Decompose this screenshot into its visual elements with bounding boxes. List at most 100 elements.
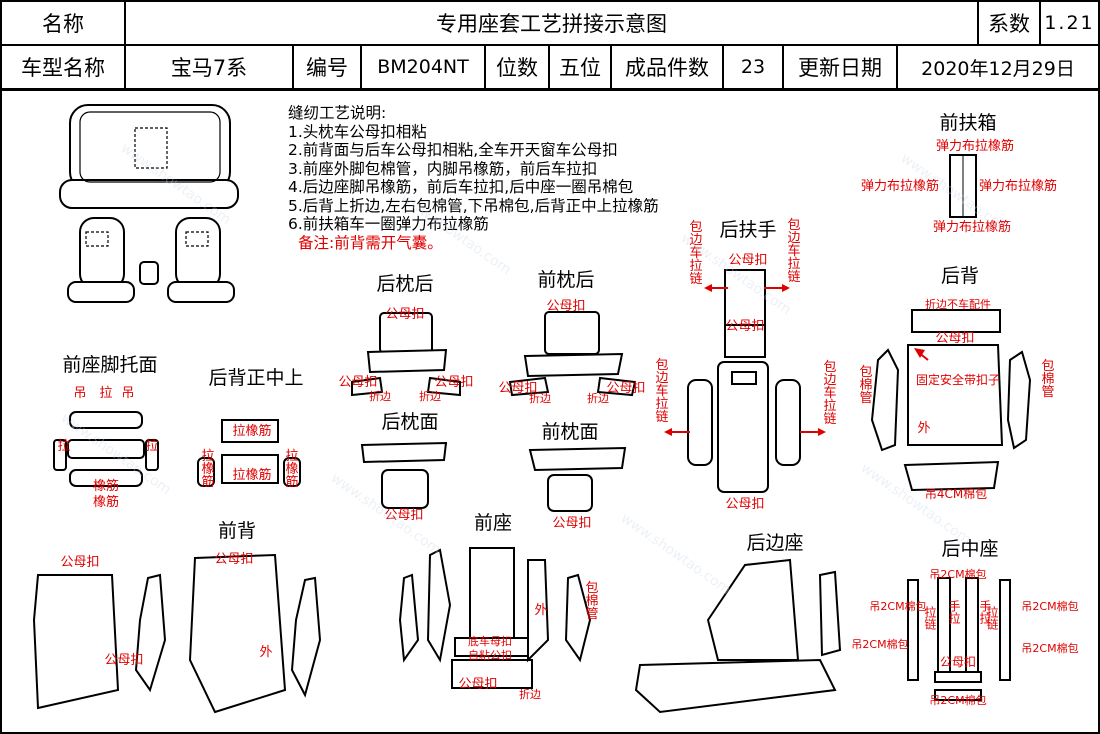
label-hang: 吊 bbox=[119, 386, 134, 399]
label-fold-no-parts: 折边不车配件 bbox=[925, 297, 991, 311]
title-front-armrest: 前扶箱 bbox=[939, 112, 996, 134]
label-hang-2cm: 吊2CM棉包 bbox=[1021, 641, 1078, 655]
label-pull: 拉 bbox=[143, 439, 159, 452]
seats-label: 位数 bbox=[484, 44, 550, 90]
label-snap: 公母扣 bbox=[552, 516, 591, 531]
label-snap: 公母扣 bbox=[935, 331, 974, 346]
title-front-foot: 前座脚托面 bbox=[62, 354, 157, 376]
label-snap: 公母扣 bbox=[940, 655, 976, 669]
label-pull-chain: 拉链 bbox=[923, 605, 937, 630]
title-rear-center-seat: 后中座 bbox=[941, 538, 998, 560]
label-fold: 折边 bbox=[419, 389, 441, 403]
label-elastic: 橡筋 bbox=[93, 494, 119, 510]
title-rear-back: 后背 bbox=[941, 265, 979, 287]
name-label: 名称 bbox=[0, 0, 126, 46]
label-wrap-pipe: 包棉管 bbox=[857, 365, 873, 405]
label-snap-short: 公母扣 bbox=[458, 677, 497, 692]
date-value: 2020年12月29日 bbox=[896, 44, 1100, 90]
label-edge-zipper: 包边车拉链 bbox=[821, 360, 837, 426]
title-front-seat: 前座 bbox=[474, 512, 512, 534]
label-edge-zipper: 包边车拉链 bbox=[653, 358, 669, 424]
note-item: 3.前座外脚包棉管，内脚吊橡筋，前后车拉扣 bbox=[288, 159, 598, 178]
label-snap: 公母扣 bbox=[546, 299, 585, 314]
label-outer: 外 bbox=[259, 645, 272, 660]
label-elastic-full: 拉橡筋 bbox=[199, 449, 215, 488]
title-rear-side-seat: 后边座 bbox=[746, 532, 803, 554]
coef-value: 1.21 bbox=[1039, 0, 1100, 46]
code-label: 编号 bbox=[292, 44, 362, 90]
note-item: 6.前扶箱车一圈弹力布拉橡筋 bbox=[288, 215, 489, 233]
label-wrap-pipe: 包棉管 bbox=[1039, 359, 1055, 399]
label-edge-zipper: 包边车拉链 bbox=[785, 218, 801, 284]
label-snap: 公母扣 bbox=[728, 253, 767, 268]
label-snap: 公母扣 bbox=[384, 508, 423, 523]
label-snap: 公母扣 bbox=[606, 381, 645, 396]
title-front-headrest-back: 前枕后 bbox=[537, 269, 594, 291]
label-wrap-pipe: 包棉管 bbox=[583, 581, 599, 621]
label-snap: 公母扣 bbox=[338, 375, 377, 390]
label-fold: 折边 bbox=[369, 389, 391, 403]
label-snap: 公母扣 bbox=[434, 375, 473, 390]
label-fold: 折边 bbox=[519, 687, 541, 701]
title-front-back: 前背 bbox=[218, 520, 256, 542]
label-outer: 外 bbox=[917, 421, 930, 436]
label-elastic-cloth: 弹力布拉橡筋 bbox=[933, 219, 1011, 235]
label-snap: 公母扣 bbox=[498, 381, 537, 396]
pieces-label: 成品件数 bbox=[610, 44, 724, 90]
label-hang-2cm: 吊2CM棉包 bbox=[929, 693, 986, 707]
model-label: 车型名称 bbox=[0, 44, 126, 90]
label-fold: 折边 bbox=[587, 391, 609, 405]
label-snap: 公母扣 bbox=[214, 552, 253, 567]
note-item: 2.前背面与后车公母扣相粘,全车开天窗车公母扣 bbox=[288, 141, 618, 159]
label-hang: 吊 bbox=[71, 386, 86, 399]
title-front-headrest-face: 前枕面 bbox=[541, 421, 598, 443]
label-hang-2cm: 吊2CM棉包 bbox=[1021, 599, 1078, 613]
note-item: 5.后背上折边,左右包棉管,下吊棉包,后背正中上拉橡筋 bbox=[288, 196, 659, 215]
note-item: 1.头枕车公母扣相粘 bbox=[288, 122, 427, 141]
label-elastic: 橡筋 bbox=[93, 478, 119, 494]
label-hang-2cm: 吊2CM棉包 bbox=[869, 599, 926, 613]
rear-center-seat-parts bbox=[907, 577, 1011, 701]
rear-armrest-parts bbox=[664, 269, 826, 493]
label-pull: 拉 bbox=[55, 439, 71, 452]
rear-headrest-face-parts bbox=[360, 441, 448, 509]
front-seat-parts bbox=[398, 547, 592, 689]
label-hand-pull: 手拉 bbox=[947, 600, 961, 625]
title-rear-back-center: 后背正中上 bbox=[208, 367, 303, 389]
label-elastic-full: 拉橡筋 bbox=[232, 423, 271, 439]
label-hang-4cm: 吊4CM棉包 bbox=[925, 487, 987, 501]
label-fold: 折边 bbox=[529, 391, 551, 405]
pieces-value: 23 bbox=[722, 44, 784, 90]
sewing-notes: 缝纫工艺说明: 1.头枕车公母扣相粘 2.前背面与后车公母扣相粘,全车开天窗车公… bbox=[288, 104, 788, 252]
seats-value: 五位 bbox=[548, 44, 612, 90]
note-item: 4.后边座脚吊橡筋，前后车拉扣,后中座一圈吊棉包 bbox=[288, 178, 634, 196]
label-elastic-full: 拉橡筋 bbox=[283, 449, 299, 488]
label-fix-belt: 固定安全带扣子 bbox=[916, 372, 1000, 387]
pattern-diagram: 前扶箱 后扶手 后背 后枕后 前枕后 后枕面 前枕面 前座脚托面 后背正中上 前… bbox=[0, 90, 1100, 734]
label-snap: 公母扣 bbox=[60, 555, 99, 570]
coef-label: 系数 bbox=[977, 0, 1041, 46]
document-title: 专用座套工艺拼接示意图 bbox=[124, 0, 979, 46]
label-snap: 公母扣 bbox=[385, 307, 424, 322]
label-pull: 拉 bbox=[97, 386, 113, 399]
label-elastic-cloth: 弹力布拉橡筋 bbox=[979, 178, 1057, 194]
title-rear-armrest: 后扶手 bbox=[719, 219, 776, 241]
label-snap: 公母扣 bbox=[725, 497, 764, 512]
label-elastic-cloth: 弹力布拉橡筋 bbox=[936, 138, 1014, 154]
rear-headrest-back-parts bbox=[351, 312, 461, 397]
label-hang-2cm: 吊2CM棉包 bbox=[851, 637, 908, 651]
rear-back-parts bbox=[870, 309, 1032, 492]
model-value: 宝马7系 bbox=[124, 44, 294, 90]
front-headrest-face-parts bbox=[528, 446, 627, 512]
front-armrest-box bbox=[949, 154, 977, 218]
rear-back-center-parts bbox=[197, 419, 301, 487]
label-self-stick-snap: 自粘公扣 bbox=[468, 648, 512, 662]
label-pull-chain: 拉链 bbox=[985, 605, 999, 630]
front-headrest-back-parts bbox=[508, 311, 637, 397]
title-rear-headrest-face: 后枕面 bbox=[381, 411, 438, 433]
label-snap: 公母扣 bbox=[104, 653, 143, 668]
date-label: 更新日期 bbox=[782, 44, 898, 90]
label-elastic-full: 拉橡筋 bbox=[232, 467, 271, 483]
label-outer: 外 bbox=[534, 603, 547, 618]
label-snap: 公母扣 bbox=[725, 319, 764, 334]
